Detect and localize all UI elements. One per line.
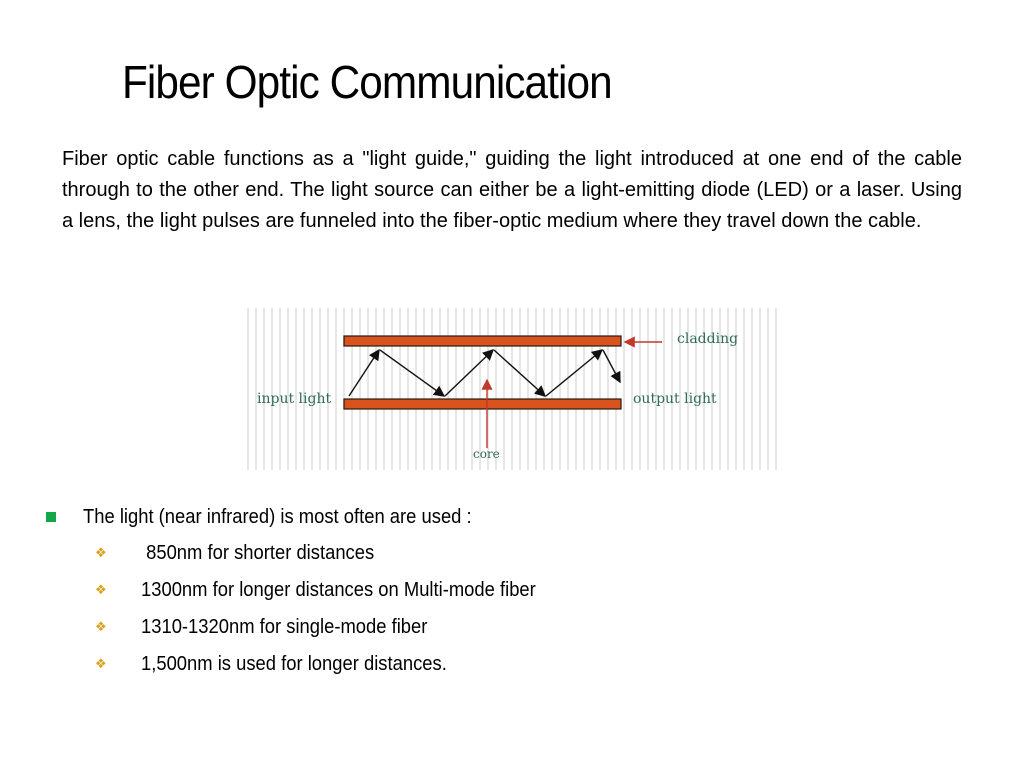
diamond-bullet-icon: ❖ [95,656,107,671]
sub-bullet: ❖ 850nm for shorter distances [95,536,394,570]
light-path [348,348,621,397]
square-bullet-icon [46,512,56,522]
bullet-main: The light (near infrared) is most often … [46,500,505,534]
diamond-bullet-icon: ❖ [95,545,107,560]
cladding-top-bar [343,335,622,347]
cladding-bottom-bar [343,398,622,410]
sub-bullet: ❖ 1,500nm is used for longer distances. [95,647,473,681]
ray-segment [545,349,604,397]
ray-segment [348,348,380,397]
slide-title: Fiber Optic Communication [122,56,613,108]
ray-segment [493,349,547,397]
diagram-background [247,308,781,470]
ray-segment [444,349,495,397]
sub-bullet-text: 1300nm for longer distances on Multi-mod… [141,578,536,601]
ray-segment [602,349,621,384]
core-label: core [473,447,500,461]
sub-bullet-text: 1310-1320nm for single-mode fiber [141,615,428,638]
diamond-bullet-icon: ❖ [95,619,107,634]
fiber-diagram-svg: cladding input light output light core [247,308,781,470]
diamond-bullet-icon: ❖ [95,582,107,597]
cladding-label: cladding [677,331,738,347]
output-light-label: output light [633,391,717,407]
sub-bullet-text: 1,500nm is used for longer distances. [141,652,447,675]
sub-bullet-text: 850nm for shorter distances [141,541,375,564]
sub-bullet: ❖ 1310-1320nm for single-mode fiber [95,610,452,644]
intro-paragraph: Fiber optic cable functions as a "light … [62,148,962,232]
ray-segment [379,349,446,397]
fiber-diagram: cladding input light output light core [247,308,781,470]
input-light-label: input light [257,391,331,407]
bullet-main-text: The light (near infrared) is most often … [83,505,472,528]
sub-bullet: ❖ 1300nm for longer distances on Multi-m… [95,573,570,607]
